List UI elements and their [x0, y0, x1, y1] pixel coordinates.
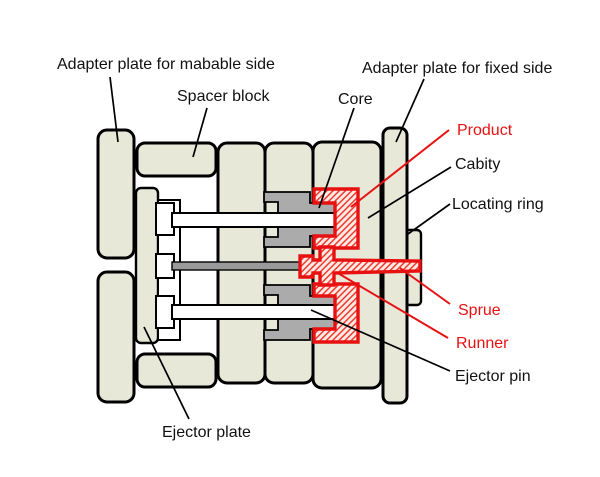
leader-ejector-plate	[143, 326, 190, 420]
labels: Adapter plate for mabable side Spacer bl…	[57, 56, 552, 441]
label-ejector-pin: Ejector pin	[455, 368, 531, 385]
label-spacer-block: Spacer block	[177, 88, 270, 105]
leader-ejector-pin	[310, 309, 451, 372]
runner-and-sprue	[298, 245, 422, 287]
knockout-pin	[171, 261, 303, 271]
label-core: Core	[338, 91, 373, 108]
leader-locating-ring	[407, 203, 451, 235]
ejector-pin-lower	[171, 304, 336, 320]
molded-plastic	[298, 187, 422, 344]
leader-adapter-movable	[109, 76, 119, 143]
leader-lines	[109, 76, 452, 420]
ejector-pin-upper	[171, 212, 336, 228]
leader-spacer-block	[192, 107, 208, 158]
leader-core	[318, 107, 355, 209]
adapter-plate-movable-top	[96, 128, 136, 260]
product-lower	[312, 282, 360, 344]
label-sprue: Sprue	[458, 302, 501, 319]
label-runner: Runner	[456, 335, 509, 352]
label-adapter-movable: Adapter plate for mabable side	[57, 56, 275, 73]
label-product: Product	[457, 122, 513, 139]
adapter-plate-movable-bottom	[96, 270, 136, 404]
leader-runner	[335, 271, 449, 339]
leader-adapter-fixed	[395, 78, 425, 143]
label-locating-ring: Locating ring	[452, 196, 544, 213]
spacer-block-bottom	[135, 352, 218, 389]
label-ejector-plate: Ejector plate	[162, 424, 251, 441]
label-adapter-fixed: Adapter plate for fixed side	[362, 60, 552, 77]
ejector-plate	[134, 186, 160, 345]
leader-product	[350, 129, 450, 208]
spacer-block-top	[135, 141, 218, 178]
leader-cavity	[367, 166, 452, 219]
label-cavity: Cabity	[455, 156, 500, 173]
leader-sprue	[399, 267, 451, 305]
pins	[171, 212, 336, 320]
